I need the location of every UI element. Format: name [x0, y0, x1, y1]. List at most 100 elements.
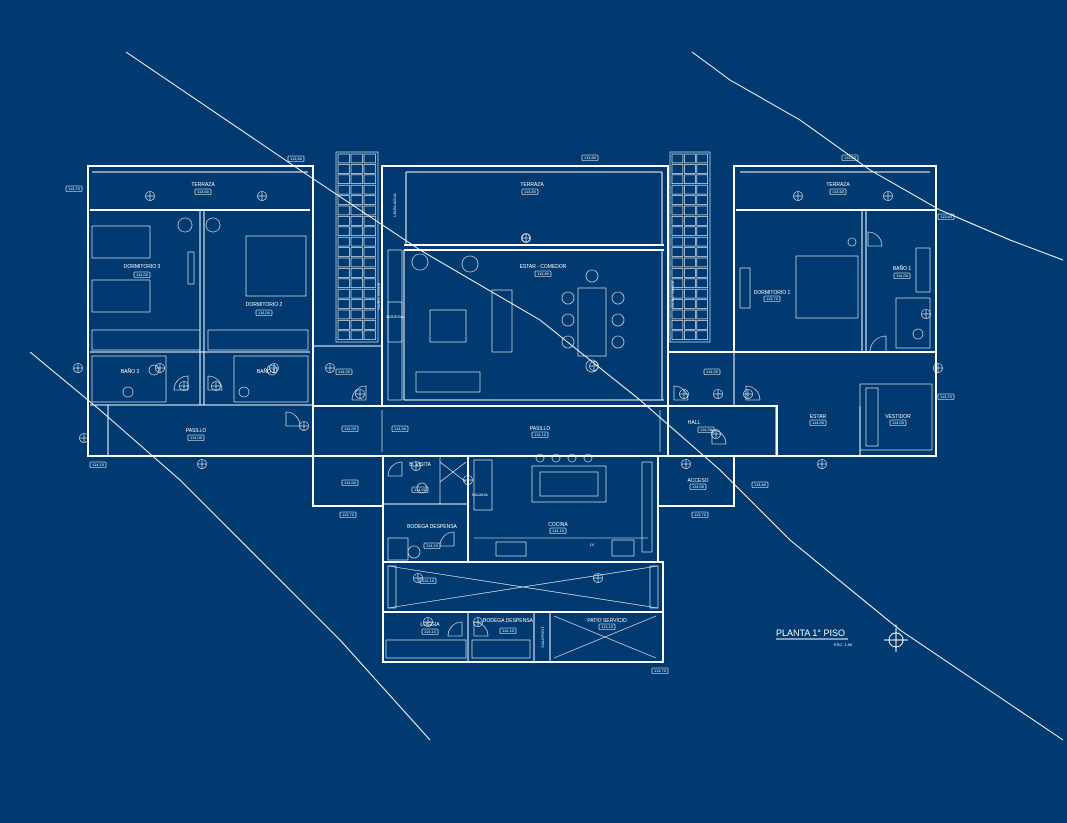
svg-text:114,00: 114,00: [892, 420, 905, 425]
level-tag: 114,00: [703, 368, 721, 375]
svg-text:114,00: 114,00: [414, 487, 427, 492]
level-tag: 113,70: [763, 295, 781, 302]
level-tag: 113,60: [937, 213, 955, 220]
level-tag: 113,70: [691, 511, 709, 518]
room-labels: TERRAZA TERRAZA TERRAZA DORMITORIO 3 DOR…: [121, 182, 912, 648]
level-tag: 114,10: [531, 431, 549, 438]
light-fixture-icon: [269, 363, 279, 373]
svg-text:114,00: 114,00: [692, 484, 705, 489]
left-wing: [87, 165, 314, 457]
level-tag: 113,70: [65, 185, 83, 192]
light-fixture-icon: [79, 433, 89, 443]
label-estar: ESTAR: [810, 414, 827, 420]
label-linea-agua: LINEA AGUA: [392, 193, 397, 217]
label-pasillo-left: PASILLO: [186, 428, 207, 434]
label-bodega-small: BODEGA: [386, 314, 403, 319]
level-tag: 114,00: [187, 434, 205, 441]
svg-text:113,60: 113,60: [844, 155, 857, 160]
level-tag: 113,60: [581, 154, 599, 161]
level-tag: 114,00: [391, 425, 409, 432]
light-fixture-icon: [711, 429, 721, 439]
svg-text:113,70: 113,70: [940, 394, 953, 399]
light-fixture-icon: [73, 363, 83, 373]
level-tag: 113,60: [194, 188, 212, 195]
level-tags: 113,60 113,60 113,60 114,00 114,00 113,70 114,…: [65, 154, 955, 674]
label-cocina: COCINA: [548, 522, 568, 528]
drawing-scale: ESC. 1:50: [834, 642, 853, 647]
svg-text:113,70: 113,70: [694, 512, 707, 517]
level-tag: 113,10: [598, 623, 616, 630]
level-tag: 114,00: [893, 272, 911, 279]
svg-text:114,10: 114,10: [424, 629, 437, 634]
bottom-rooms: [382, 611, 664, 663]
connector-left: [312, 345, 383, 407]
level-tag: 114,00: [341, 479, 359, 486]
svg-text:114,10: 114,10: [422, 578, 435, 583]
svg-text:114,00: 114,00: [190, 435, 203, 440]
service-area: [312, 453, 735, 563]
svg-text:114,10: 114,10: [502, 628, 515, 633]
light-fixture-icon: [355, 389, 365, 399]
level-tag: 114,10: [423, 542, 441, 549]
svg-text:114,10: 114,10: [552, 528, 565, 533]
level-tag: 114,10: [499, 627, 517, 634]
label-muro-verde-2: MURO VERDE: [670, 280, 675, 307]
label-bodega-despensa: BODEGA DESPENSA: [407, 524, 457, 530]
light-fixture-icon: [883, 191, 893, 201]
svg-text:114,00: 114,00: [706, 369, 719, 374]
svg-text:114,00: 114,00: [136, 272, 149, 277]
svg-text:113,60: 113,60: [290, 156, 303, 161]
svg-text:113,80: 113,80: [537, 271, 550, 276]
light-fixtures: [73, 191, 943, 627]
level-tag: 113,60: [751, 481, 769, 488]
svg-text:113,70: 113,70: [654, 668, 667, 673]
level-tag: 113,60: [521, 188, 539, 195]
svg-text:114,10: 114,10: [534, 432, 547, 437]
label-pasillo-center: PASILLO: [530, 426, 551, 432]
light-fixture-icon: [681, 459, 691, 469]
label-bano-3: BAÑO 3: [121, 368, 140, 375]
light-fixture-icon: [325, 363, 335, 373]
svg-text:113,60: 113,60: [584, 155, 597, 160]
label-terraza-center: TERRAZA: [520, 182, 544, 188]
site-lines: [29, 51, 1064, 741]
level-tag: 113,70: [339, 511, 357, 518]
svg-text:114,00: 114,00: [344, 480, 357, 485]
label-calefont: CALEFONT: [540, 626, 545, 648]
green-wall-left: [335, 151, 379, 343]
label-loggia: LOGGIA: [420, 622, 440, 628]
north-label: N: [895, 623, 898, 628]
svg-text:113,70: 113,70: [342, 512, 355, 517]
light-fixture-icon: [921, 309, 931, 319]
light-fixture-icon: [793, 191, 803, 201]
svg-text:114,00: 114,00: [700, 427, 713, 432]
svg-text:114,10: 114,10: [92, 462, 105, 467]
light-fixture-icon: [817, 459, 827, 469]
label-lv: LV: [590, 542, 595, 547]
level-tag: 114,10: [89, 461, 107, 468]
label-bano-2: BAÑO 2: [257, 368, 276, 375]
right-wing: [667, 165, 937, 457]
light-fixture-icon: [155, 363, 165, 373]
covered-patio: [382, 561, 664, 613]
label-hall: HALL: [688, 420, 701, 426]
light-fixture-icon: [411, 461, 421, 471]
level-tag: 114,10: [421, 628, 439, 635]
svg-text:114,00: 114,00: [812, 420, 825, 425]
light-fixture-icon: [423, 617, 433, 627]
light-fixture-icon: [211, 381, 221, 391]
label-terraza-left: TERRAZA: [191, 182, 215, 188]
level-tag: 114,00: [411, 486, 429, 493]
label-bajada: BAJADA: [472, 492, 488, 497]
svg-text:113,60: 113,60: [832, 189, 845, 194]
light-fixture-icon: [179, 381, 189, 391]
level-tag: 114,00: [689, 483, 707, 490]
label-dormitorio-1: DORMITORIO 1: [754, 290, 791, 296]
svg-text:113,10: 113,10: [601, 624, 614, 629]
svg-text:113,60: 113,60: [940, 214, 953, 219]
light-fixture-icon: [713, 389, 723, 399]
level-tag: 114,00: [889, 419, 907, 426]
green-wall-right: [669, 151, 711, 343]
label-vestidor: VESTIDOR: [885, 414, 911, 420]
